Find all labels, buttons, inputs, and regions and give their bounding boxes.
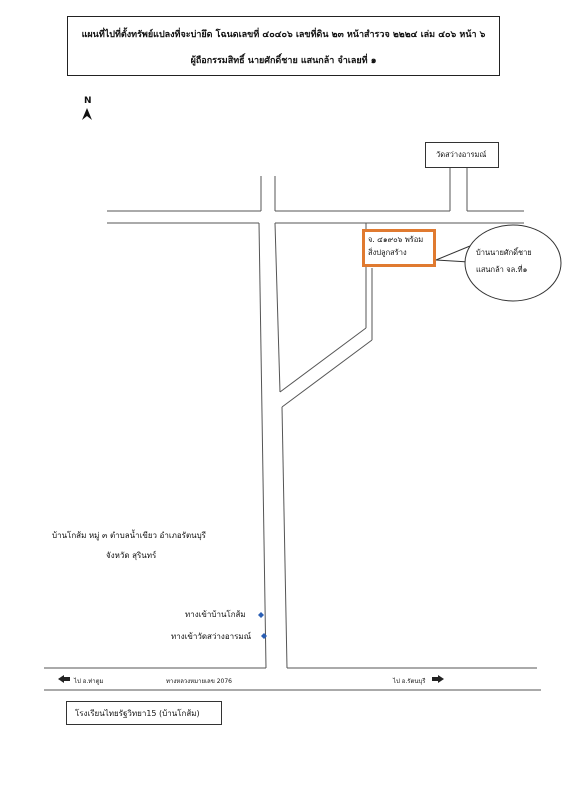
main-road-left-edge — [258, 222, 267, 669]
north-arrow-icon — [82, 108, 92, 120]
plot-line-1: จ. ๔๑๙๐๖ พร้อม — [368, 235, 424, 244]
school-label-box: โรงเรียนไทยรัฐวิทยา15 (บ้านโกส้ม) — [66, 701, 222, 725]
owner-line-1: บ้านนายศักดิ์ชาย — [476, 248, 532, 257]
main-road-right-edge-lower — [281, 406, 288, 669]
owner-house-text: บ้านนายศักดิ์ชาย แสนกล้า จล.ที่๑ — [476, 244, 532, 278]
highway-right-label: ไป อ.รัตนบุรี — [393, 678, 426, 685]
temple-label-box: วัดสว่างอารมณ์ — [425, 142, 499, 168]
title-box: แผนที่ไปที่ตั้งทรัพย์แปลงที่จะบ่ายึด โฉน… — [67, 16, 500, 76]
callout-pointer-bottom — [435, 259, 470, 263]
owner-line-2: แสนกล้า จล.ที่๑ — [476, 265, 528, 274]
branch-road-upper-edge — [279, 327, 367, 393]
temple-entry-marker-icon — [261, 633, 267, 639]
highway-arrows — [58, 675, 444, 683]
legend-village-entry: ทางเข้าบ้านโกส้ม — [185, 610, 246, 619]
legend-markers — [258, 612, 267, 639]
arrow-left-icon — [58, 675, 70, 683]
plot-box: จ. ๔๑๙๐๖ พร้อม สิ่งปลูกสร้าง — [362, 229, 436, 267]
callout-pointer-top — [435, 245, 471, 261]
highway-left-label: ไป อ.ท่าตูม — [74, 678, 104, 685]
north-label: N — [84, 96, 92, 106]
plot-line-2: สิ่งปลูกสร้าง — [368, 248, 407, 257]
title-line-1: แผนที่ไปที่ตั้งทรัพย์แปลงที่จะบ่ายึด โฉน… — [81, 30, 486, 40]
main-road-right-edge-upper — [274, 222, 281, 393]
title-line-2: ผู้ถือกรรมสิทธิ์ นายศักดิ์ชาย แสนกล้า จำ… — [190, 56, 377, 66]
village-line-1: บ้านโกส้ม หมู่ ๓ ตำบลน้ำเขียว อำเภอรัตนบ… — [52, 531, 206, 540]
highway-center-label: ทางหลวงหมายเลข 2076 — [166, 678, 232, 685]
callout-pointer-fill — [436, 247, 469, 262]
owner-house-callout — [464, 224, 562, 302]
village-entry-marker-icon — [258, 612, 264, 618]
village-line-2: จังหวัด สุรินทร์ — [106, 551, 157, 560]
arrow-right-icon — [432, 675, 444, 683]
branch-road-lower-edge — [281, 339, 373, 408]
legend-temple-entry: ทางเข้าวัดสว่างอารมณ์ — [171, 632, 252, 641]
